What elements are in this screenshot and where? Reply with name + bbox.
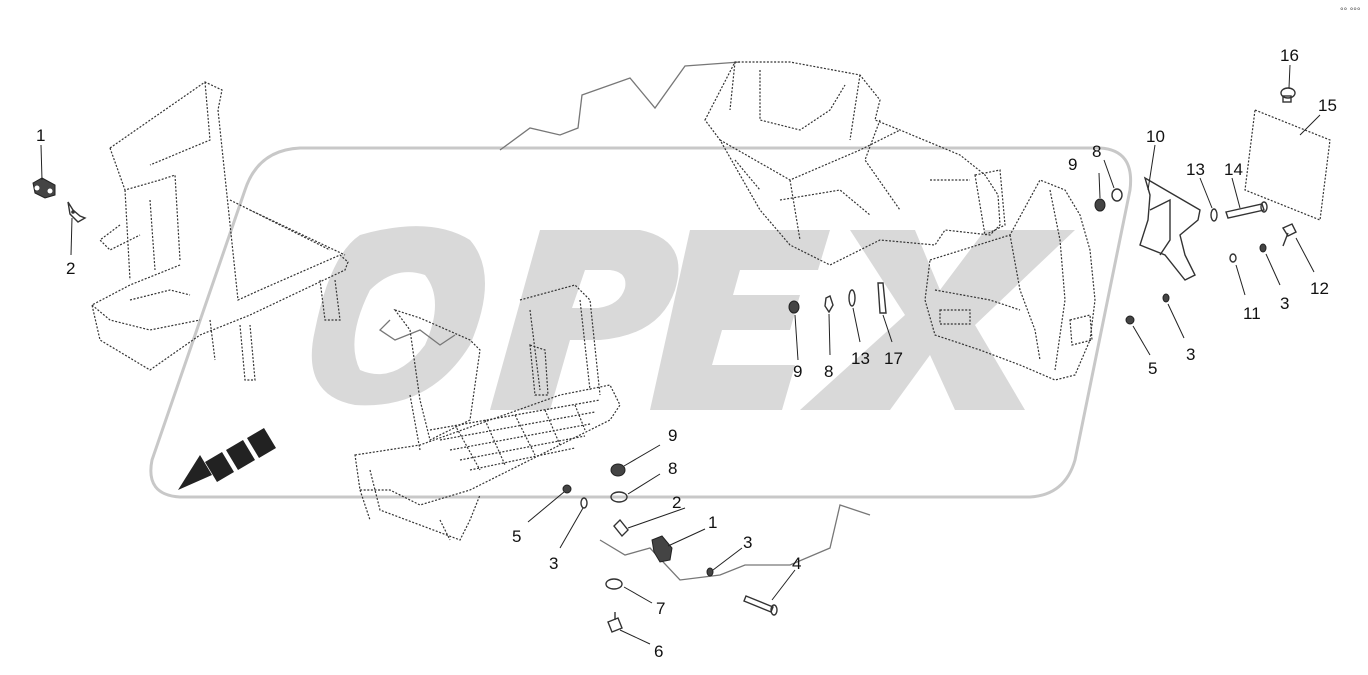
callout-12: 12 [1310, 279, 1329, 298]
part-8-washer-right [1111, 188, 1123, 202]
part-6-bolt [607, 612, 623, 633]
callout-8-middle: 8 [824, 362, 833, 381]
part-13-washer-right [1210, 208, 1218, 222]
watermark-outline [149, 146, 1133, 499]
callout-13-right: 13 [1186, 160, 1205, 179]
callout-16: 16 [1280, 46, 1299, 65]
part-7-washer [605, 578, 623, 590]
callout-1-bottom: 1 [708, 513, 717, 532]
part-17-link [877, 282, 887, 314]
callout-2-upper-left: 2 [66, 259, 75, 278]
part-12-bolt [1281, 223, 1297, 247]
left-frame-assembly [91, 81, 349, 381]
part-16-knob [1280, 87, 1296, 103]
callout-1-upper-left: 1 [36, 126, 45, 145]
callout-13-middle: 13 [851, 349, 870, 368]
callout-17: 17 [884, 349, 903, 368]
callout-7: 7 [656, 599, 665, 618]
leader-lines [40, 64, 1321, 645]
part-8-washer-bottom [610, 491, 628, 503]
callout-9-middle: 9 [793, 362, 802, 381]
callout-9-bottom: 9 [668, 426, 677, 445]
part-8-washer-middle [824, 295, 834, 314]
part-3-washer-bottom-left [580, 497, 588, 509]
callout-2-bottom: 2 [672, 493, 681, 512]
part-5-nut-right [1125, 315, 1135, 325]
direction-arrow-icon [178, 428, 276, 490]
fender-assembly [924, 179, 1096, 381]
part-4-bolt [743, 595, 778, 616]
corner-mark: °° °°° [1340, 6, 1361, 16]
part-3-washer-right-bottom [1162, 293, 1170, 303]
part-3-washer-right-top [1259, 243, 1267, 253]
callout-8-right: 8 [1092, 142, 1101, 161]
part-9-nut-bottom [610, 463, 626, 477]
callout-10: 10 [1146, 127, 1165, 146]
platform-grid [429, 399, 601, 471]
section-break-line [378, 61, 871, 581]
part-5-nut-bottom [562, 484, 572, 494]
part-1-bracket-bottom [651, 535, 673, 563]
part-14-pin [1225, 201, 1268, 219]
part-9-nut-right [1094, 198, 1106, 212]
callout-3-right-bottom: 3 [1186, 345, 1195, 364]
callout-5-bottom: 5 [512, 527, 521, 546]
part-2-clip-bottom [613, 518, 629, 538]
callout-14: 14 [1224, 160, 1243, 179]
part-9-nut-middle [788, 300, 800, 314]
callout-6: 6 [654, 642, 663, 661]
callout-9-right: 9 [1068, 155, 1077, 174]
callout-3-bottom-right: 3 [743, 533, 752, 552]
part-13-washer-middle [848, 289, 856, 307]
cab-body-assembly [704, 61, 1006, 266]
watermark [149, 146, 1133, 499]
callout-4: 4 [792, 554, 801, 573]
part-10-bracket [1139, 176, 1201, 281]
callout-8-bottom: 8 [668, 459, 677, 478]
part-15-plate [1244, 109, 1331, 221]
callout-3-right-top: 3 [1280, 294, 1289, 313]
center-platform-assembly [354, 284, 621, 541]
part-3-washer-bottom-right [706, 567, 714, 577]
part-2-clip-upper-left [67, 201, 87, 223]
callout-5-right: 5 [1148, 359, 1157, 378]
callout-labels: 1 2 16 15 10 9 8 13 14 11 3 12 9 8 13 17… [36, 46, 1337, 661]
callout-3-bottom-left: 3 [549, 554, 558, 573]
part-1-bracket-upper-left [32, 177, 56, 199]
part-11-washer [1229, 253, 1237, 263]
callout-11: 11 [1243, 304, 1261, 323]
watermark-letters [311, 226, 1075, 410]
callout-15: 15 [1318, 96, 1337, 115]
